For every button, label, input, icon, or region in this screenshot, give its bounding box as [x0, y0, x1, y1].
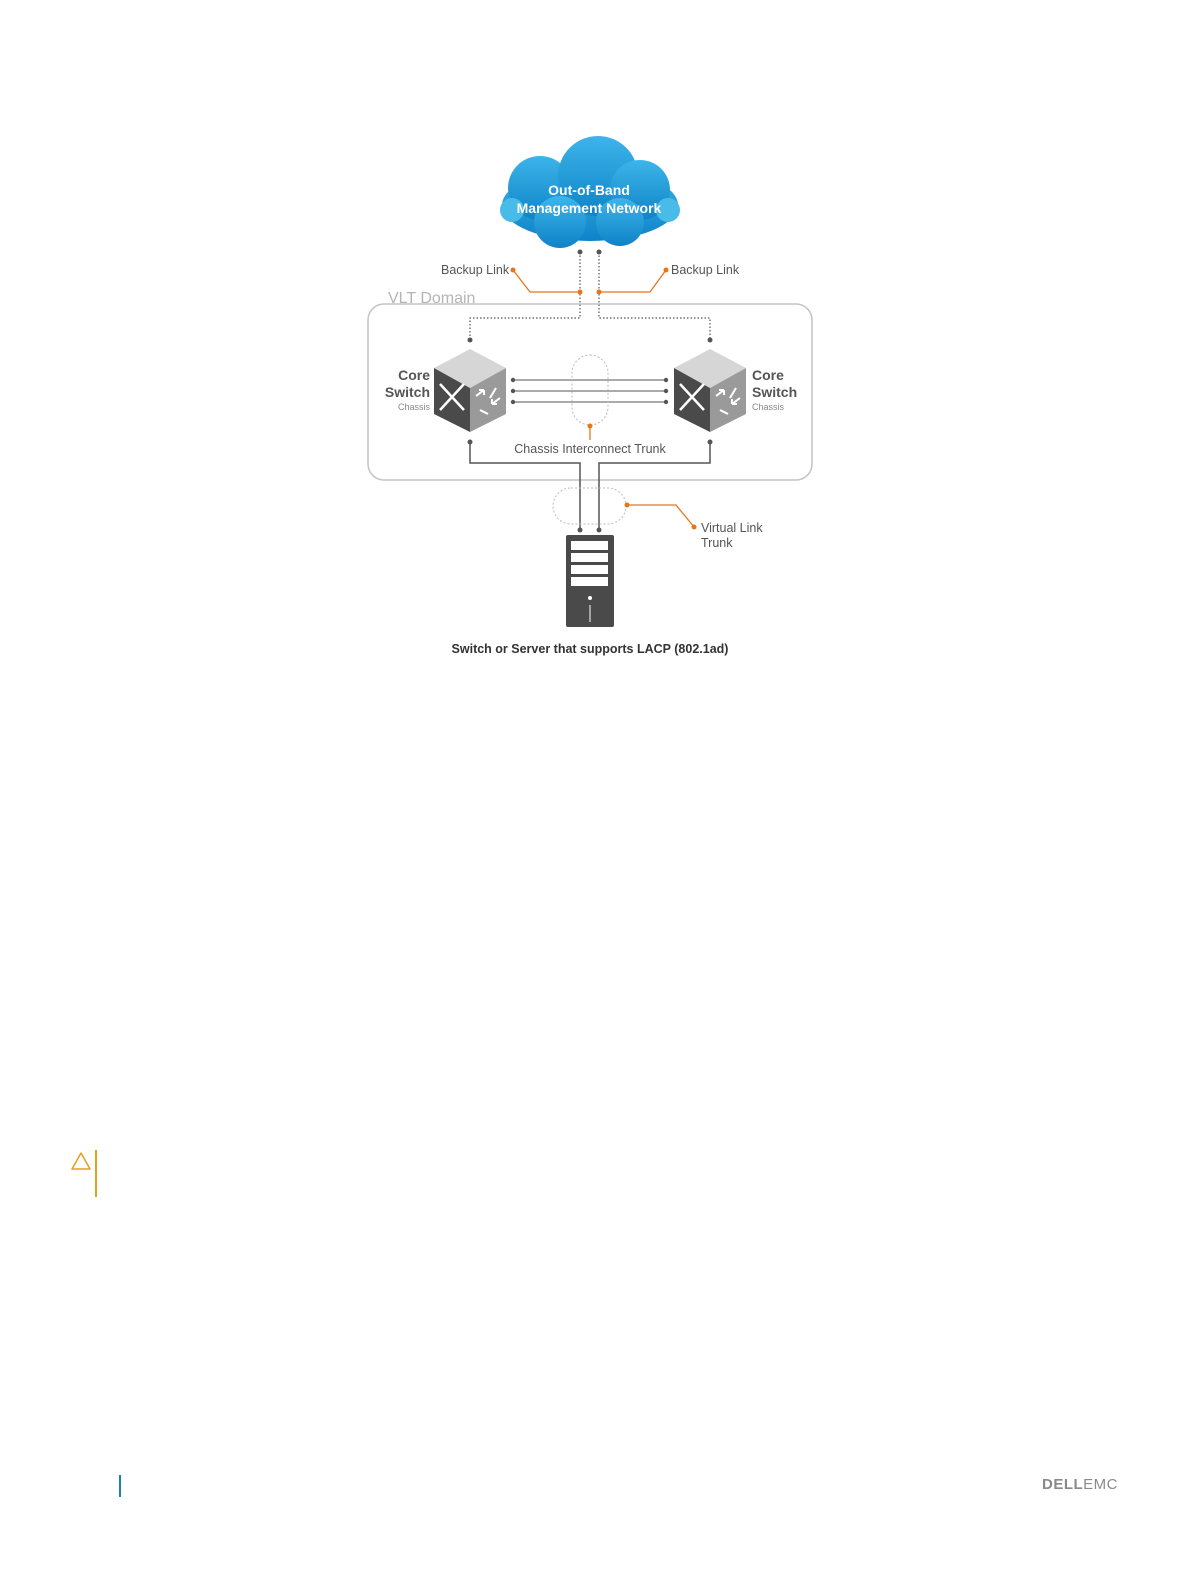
cloud-label-line1: Out-of-Band — [548, 182, 630, 198]
core-switch-left-line2: Switch — [385, 384, 430, 400]
backup-link-label-right: Backup Link — [671, 263, 740, 277]
virtual-link-label-line2: Trunk — [701, 536, 733, 550]
vlt-bundle-oval — [553, 488, 626, 524]
virtual-link-callout — [627, 505, 694, 527]
chassis-interconnect-lines — [513, 380, 666, 402]
caution-bar — [95, 1150, 97, 1197]
interconnect-bundle-oval — [572, 355, 608, 425]
server-tower-icon — [566, 535, 614, 627]
core-switch-right-line2: Switch — [752, 384, 797, 400]
switch-cube-icon — [434, 349, 506, 432]
cloud-label-line2: Management Network — [517, 200, 662, 216]
core-switch-left-line1: Core — [398, 367, 430, 383]
core-switch-right-line1: Core — [752, 367, 784, 383]
virtual-link-dot-end — [692, 525, 697, 530]
virtual-link-label-line1: Virtual Link — [701, 521, 763, 535]
logo-dell-text: DELL — [1042, 1476, 1083, 1493]
logo-emc-text: EMC — [1083, 1476, 1118, 1493]
backup-link-callouts — [513, 270, 666, 292]
backup-link-label-left: Backup Link — [441, 263, 510, 277]
server-caption: Switch or Server that supports LACP (802… — [452, 642, 729, 656]
trunk-callout-dot — [588, 424, 593, 429]
dell-emc-logo: DELLEMC — [1042, 1476, 1118, 1493]
footer-page-marker — [119, 1475, 121, 1497]
callout-dots — [511, 268, 669, 295]
switch-cube-icon — [674, 349, 746, 432]
virtual-link-dot — [625, 503, 630, 508]
vlt-domain-label: VLT Domain — [388, 290, 475, 307]
caution-triangle-icon — [70, 1150, 110, 1200]
core-switch-left-line3: Chassis — [398, 402, 431, 412]
chassis-trunk-label: Chassis Interconnect Trunk — [514, 442, 666, 456]
core-switch-right-line3: Chassis — [752, 402, 785, 412]
